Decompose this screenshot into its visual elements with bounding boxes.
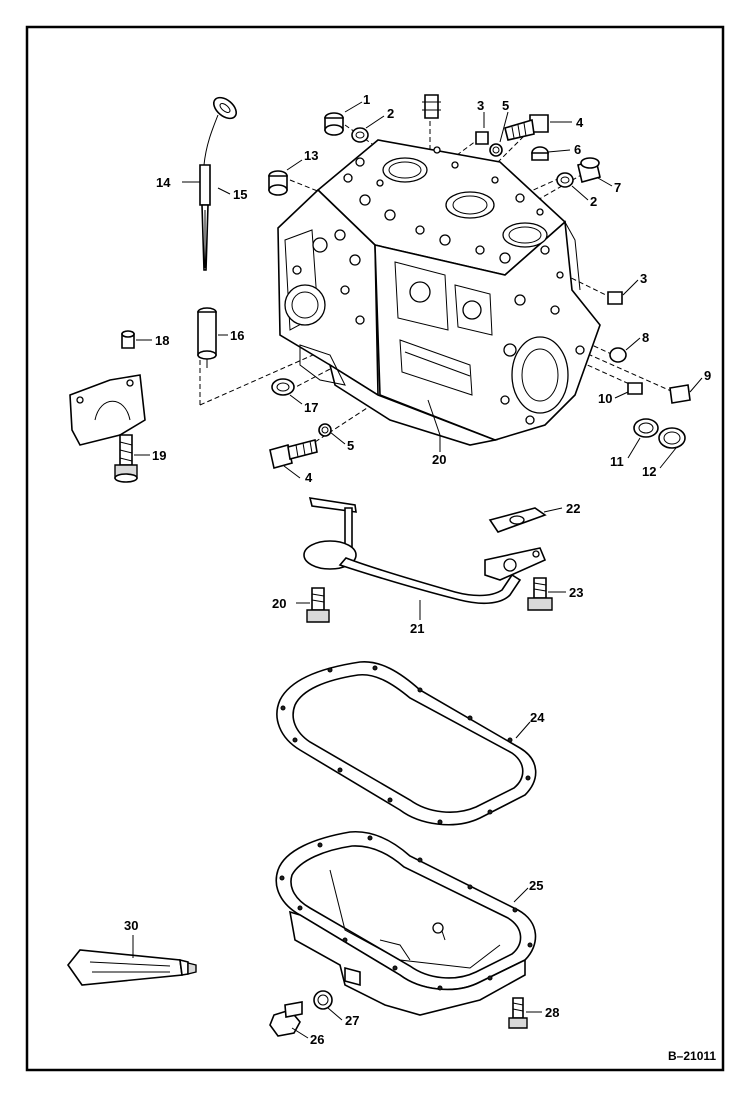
callout-7: 7 <box>614 180 621 195</box>
callout-4: 4 <box>576 115 584 130</box>
oil-strainer-21 <box>303 497 547 605</box>
callout-30: 30 <box>124 918 138 933</box>
callout-20-block: 20 <box>432 452 446 467</box>
callout-23: 23 <box>569 585 583 600</box>
callout-18: 18 <box>155 333 169 348</box>
bolt-28 <box>508 997 528 1029</box>
cap-18 <box>121 330 135 349</box>
oil-pan-25 <box>275 830 537 1016</box>
callout-28: 28 <box>545 1005 559 1020</box>
bolt-23 <box>527 577 553 611</box>
callout-24: 24 <box>530 710 545 725</box>
callout-1: 1 <box>363 92 370 107</box>
callout-10: 10 <box>598 391 612 406</box>
callout-21: 21 <box>410 621 424 636</box>
callout-2: 2 <box>387 106 394 121</box>
cylinder-block <box>277 139 601 446</box>
callout-22: 22 <box>566 501 580 516</box>
gasket-22 <box>488 507 547 533</box>
callout-12: 12 <box>642 464 656 479</box>
bearing-case-19 <box>69 374 146 483</box>
callout-4-lower: 4 <box>305 470 313 485</box>
callout-15: 15 <box>233 187 247 202</box>
reference-number: B–21011 <box>668 1049 716 1063</box>
callout-13: 13 <box>304 148 318 163</box>
callout-labels: 1 2 3 5 4 6 7 2 13 14 15 3 16 18 8 9 10 … <box>124 92 711 1047</box>
callout-5: 5 <box>502 98 509 113</box>
leader-lines <box>132 101 703 1039</box>
sealant-tube-30 <box>67 949 197 986</box>
callout-27: 27 <box>345 1013 359 1028</box>
callout-5-lower: 5 <box>347 438 354 453</box>
callout-3: 3 <box>477 98 484 113</box>
callout-11: 11 <box>610 454 624 469</box>
oil-pan-gasket-24 <box>276 661 537 826</box>
washer-27 <box>313 990 333 1010</box>
callout-8: 8 <box>642 330 649 345</box>
callout-26: 26 <box>310 1032 324 1047</box>
drain-plug-26 <box>269 1001 303 1037</box>
bolt-4-lower <box>269 423 332 469</box>
callout-3-right: 3 <box>640 271 647 286</box>
callout-20: 20 <box>272 596 286 611</box>
callout-6: 6 <box>574 142 581 157</box>
seal-17 <box>271 378 295 396</box>
callout-9: 9 <box>704 368 711 383</box>
callout-14: 14 <box>156 175 171 190</box>
callout-17: 17 <box>304 400 318 415</box>
dipstick-14 <box>199 96 238 271</box>
bolt-20 <box>306 587 330 623</box>
callout-25: 25 <box>529 878 543 893</box>
small-parts-top <box>268 94 601 196</box>
callout-2-right: 2 <box>590 194 597 209</box>
callout-19: 19 <box>152 448 166 463</box>
dipstick-guide-16 <box>197 307 217 368</box>
callout-16: 16 <box>230 328 244 343</box>
small-parts-right <box>607 291 691 449</box>
